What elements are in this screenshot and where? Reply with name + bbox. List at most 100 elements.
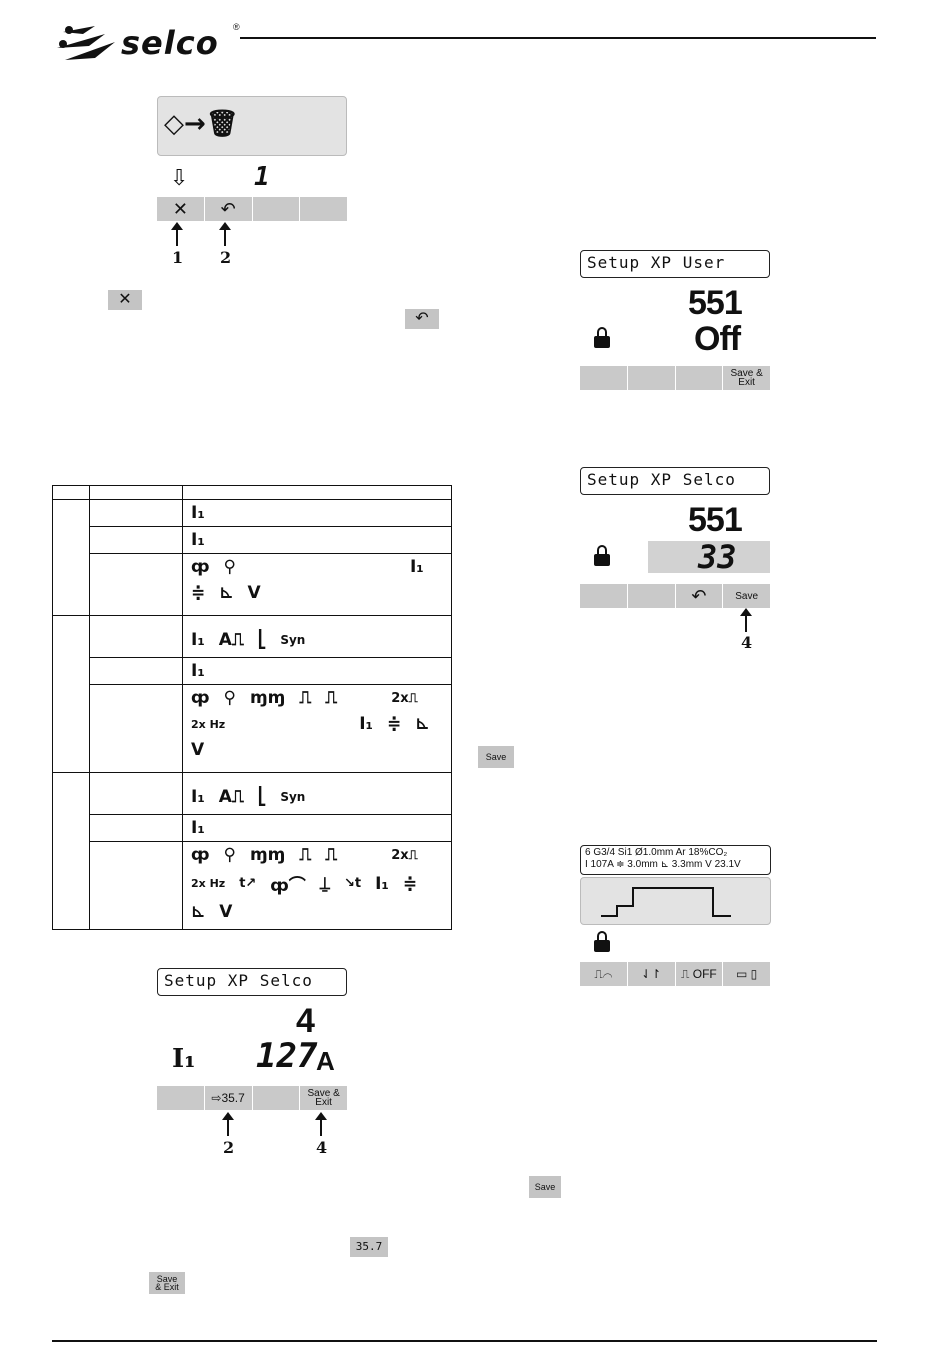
soft-button-1[interactable]	[580, 366, 628, 390]
current-value: 127	[256, 1036, 318, 1076]
inline-cancel-icon: ✕	[108, 290, 142, 310]
icon: I₁	[191, 630, 205, 650]
soft-button-2[interactable]	[627, 584, 676, 608]
process-info-screen: 6 G3/4 Si1 Ø1.0mm Ar 18%CO₂ I 107A ≑ 3.0…	[580, 845, 771, 875]
icon: ⍊	[319, 873, 330, 894]
waveform-icon	[601, 887, 731, 917]
icon: ȹ	[191, 845, 210, 865]
cancel-button[interactable]: ✕	[157, 197, 205, 221]
soft-button-1[interactable]	[157, 1086, 205, 1110]
process-line-1: 6 G3/4 Si1 Ø1.0mm Ar 18%CO₂	[585, 847, 728, 858]
save-exit-button[interactable]: Save & Exit	[723, 366, 770, 390]
value-highlight	[648, 541, 770, 573]
process-line-2: I 107A ≑ 3.0mm ⊾ 3.3mm V 23.1V	[585, 859, 741, 870]
icon: ⎍	[299, 688, 312, 708]
callout-arrow-2b	[222, 1112, 234, 1136]
inline-save-icon-2: Save	[529, 1176, 561, 1198]
delete-button-bar: ✕ ↶	[157, 197, 347, 221]
callout-arrow-1	[171, 222, 183, 246]
icon: Syn	[280, 790, 306, 804]
inline-save-exit-icon: Save & Exit	[149, 1272, 185, 1294]
icon: ȹ	[191, 688, 210, 708]
save-exit-line-2: & Exit	[155, 1282, 179, 1292]
back-button[interactable]: ↶	[675, 584, 724, 608]
icon: ≑	[386, 714, 402, 734]
selco-button-bar: ↶ Save	[580, 584, 770, 608]
save-button[interactable]: Save	[723, 584, 770, 608]
brand-name: selco	[121, 24, 219, 62]
soft-button-3[interactable]	[252, 1086, 301, 1110]
icon: V	[219, 902, 233, 922]
inline-display-value-icon: 35.7	[350, 1237, 388, 1257]
delete-program-icon: ◇→🗑	[164, 109, 239, 139]
lock-icon	[594, 931, 610, 952]
matrix-row-3: ȹ ⚲ I₁ ≑ ⊾ V	[183, 554, 451, 606]
soft-button-4[interactable]	[300, 197, 347, 221]
callout-arrow-4	[740, 608, 752, 632]
icon: ⊾	[415, 714, 430, 734]
display-value-button[interactable]: ⇨35.7	[204, 1086, 253, 1110]
program-number: 1	[254, 162, 270, 192]
callout-arrow-4b	[315, 1112, 327, 1136]
registered-mark: ®	[233, 22, 240, 32]
icon: 2x⎍	[391, 690, 418, 706]
process-button-4[interactable]: ▭ ▯	[723, 962, 770, 986]
icon: I₁	[375, 873, 389, 894]
matrix-row-7: I₁ A⎍ ⎣ Syn	[183, 773, 451, 810]
matrix-row-5: I₁	[183, 658, 451, 684]
icon: 2x Hz	[191, 717, 226, 731]
icon: ⚲	[223, 845, 236, 865]
save-exit-button[interactable]: Save & Exit	[300, 1086, 347, 1110]
icon: 2x⎍	[391, 847, 418, 863]
icon: V	[191, 740, 205, 760]
icon: I₁	[409, 557, 424, 577]
icon: I₁	[191, 787, 205, 807]
matrix-row-8: I₁	[183, 815, 451, 841]
back-button[interactable]: ↶	[204, 197, 253, 221]
icon: ⎍	[325, 845, 338, 865]
process-button-1[interactable]: ⎍⌒	[580, 962, 628, 986]
icon: I₁	[191, 818, 205, 838]
icon: A⎍	[218, 787, 244, 807]
selco-param-value: 33	[698, 538, 737, 576]
icon: ⎣	[257, 787, 267, 807]
matrix-row-9: ȹ ⚲ ɱɱ ⎍ ⎍ 2x⎍ 2x Hz t↗ ȹ⌒ ⍊ ↘t I₁ ≑ ⊾ V	[183, 842, 451, 925]
icon: ȹ⌒	[270, 876, 306, 896]
lcd-delete-screen: ◇→🗑	[157, 96, 347, 156]
soft-button-2[interactable]	[627, 366, 676, 390]
callout-4b: 4	[316, 1138, 328, 1157]
icon: ⊾	[191, 902, 206, 922]
current-unit: A	[316, 1046, 335, 1076]
soft-button-3[interactable]	[675, 366, 724, 390]
user-param-value: Off	[694, 320, 741, 358]
soft-button-3[interactable]	[252, 197, 301, 221]
header-rule	[240, 37, 876, 39]
waveform-screen	[580, 877, 771, 925]
icon: I₁	[191, 661, 205, 681]
icon: A⎍	[218, 630, 244, 650]
setup-user-title: Setup XP User	[580, 250, 770, 278]
process-button-2[interactable]: ⇃↾	[627, 962, 676, 986]
inline-back-icon: ↶	[405, 309, 439, 329]
icon: ɱɱ	[249, 845, 286, 865]
setup-selco-title-2: Setup XP Selco	[157, 968, 347, 996]
setup-selco-title: Setup XP Selco	[580, 467, 770, 495]
icon: ↘t	[344, 876, 362, 891]
save-exit-line-1: Save	[156, 1274, 178, 1284]
icon: I₁	[191, 503, 205, 523]
icon: ⎣	[257, 630, 267, 650]
selco-param-number-2: 4	[296, 1002, 315, 1040]
matrix-row-4: I₁ A⎍ ⎣ Syn	[183, 616, 451, 653]
icon: I₁	[359, 714, 373, 734]
process-button-3[interactable]: ⎍ OFF	[675, 962, 724, 986]
icon: ≑	[191, 583, 206, 603]
lock-icon	[594, 327, 610, 348]
icon: 2x Hz	[191, 877, 226, 890]
callout-2: 2	[220, 248, 232, 267]
process-button-bar: ⎍⌒ ⇃↾ ⎍ OFF ▭ ▯	[580, 962, 770, 986]
soft-button-1[interactable]	[580, 584, 628, 608]
icon: V	[247, 583, 261, 603]
callout-2b: 2	[223, 1138, 235, 1157]
icon: ≑	[402, 873, 418, 894]
icon: ⚲	[223, 688, 236, 708]
